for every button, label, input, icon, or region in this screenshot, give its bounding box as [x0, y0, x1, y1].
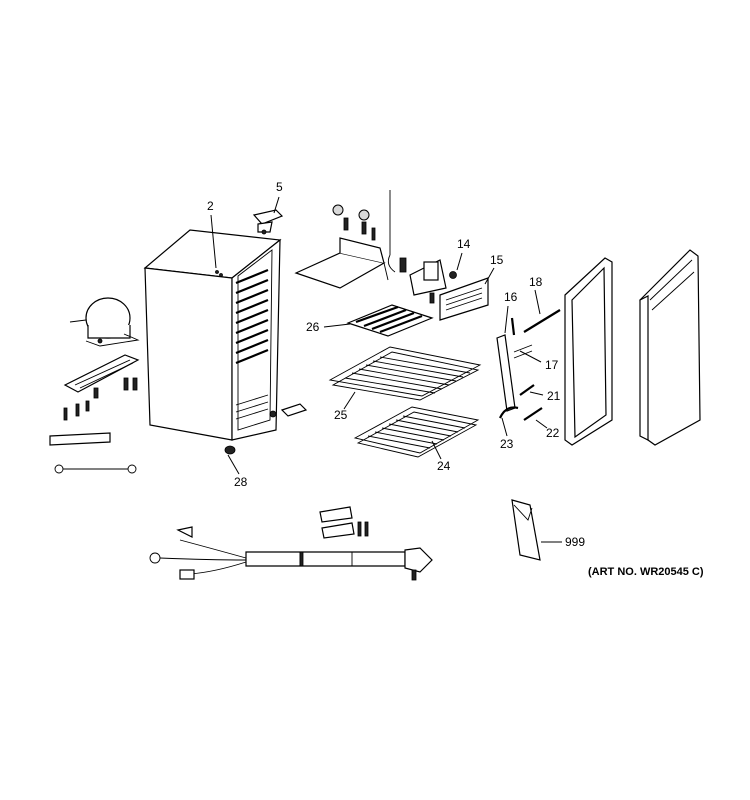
thermostat-knob-part	[252, 209, 284, 235]
callout-14: 14	[457, 237, 471, 251]
upper-wire-shelf-part	[328, 346, 482, 401]
callout-26: 26	[306, 320, 320, 334]
callout-21: 21	[547, 389, 561, 403]
lower-wire-shelf-part	[353, 406, 480, 458]
callout-24: 24	[437, 459, 451, 473]
leveling-leg-part	[224, 445, 236, 455]
power-cord-part	[149, 526, 433, 581]
callout-5: 5	[276, 180, 283, 194]
thermostat-housing-part	[399, 257, 457, 304]
evaporator-part	[346, 304, 434, 337]
cabinet-shelf-ribs	[235, 268, 269, 420]
callout-25: 25	[334, 408, 348, 422]
clip-parts	[319, 506, 369, 539]
callout-15: 15	[490, 253, 504, 267]
cabinet-part	[143, 229, 282, 441]
foam-strip-part	[49, 432, 111, 446]
callout-18: 18	[529, 275, 543, 289]
door-gasket-strip-part	[523, 309, 561, 333]
door-assembly-part	[639, 249, 701, 446]
hinge-pin-part	[499, 384, 543, 421]
callout-17: 17	[545, 358, 559, 372]
door-gasket-frame-part	[564, 257, 613, 446]
callout-23: 23	[500, 437, 514, 451]
compressor-part	[69, 297, 140, 347]
base-rail-part	[63, 354, 140, 421]
control-panel-part	[439, 277, 489, 321]
leader-lines	[210, 196, 562, 543]
literature-packet-part	[511, 499, 541, 561]
evaporator-cover-part	[294, 190, 396, 289]
ground-wire-part	[54, 464, 137, 474]
callout-22: 22	[546, 426, 560, 440]
callout-28: 28	[234, 475, 248, 489]
callout-16: 16	[504, 290, 518, 304]
hinge-bracket-part	[496, 317, 533, 412]
callout-labels: 2 5 14 15 16 17 18 21 22 23 24 25 26 28 …	[207, 180, 704, 578]
callout-2: 2	[207, 199, 214, 213]
art-number: (ART NO. WR20545 C)	[588, 566, 704, 578]
callout-999: 999	[565, 535, 585, 549]
cabinet-hinge-part	[269, 403, 308, 418]
